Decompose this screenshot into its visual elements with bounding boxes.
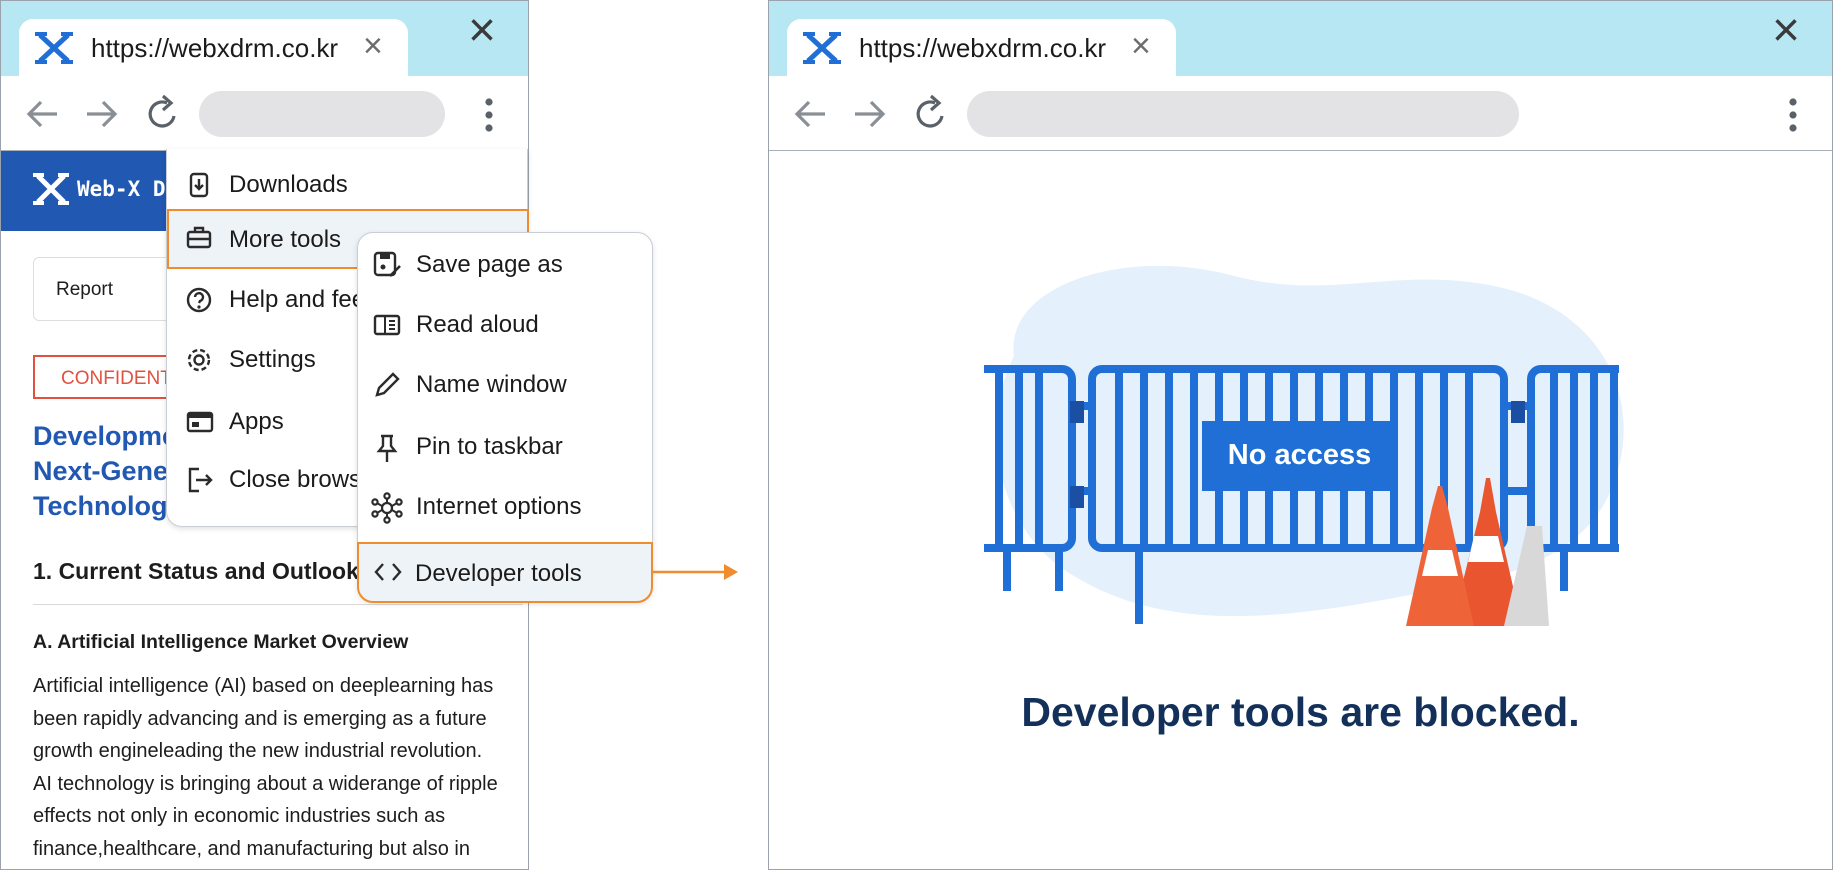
help-icon	[186, 287, 212, 313]
body-line: effects not only in economic industries …	[33, 805, 446, 827]
connector-arrow-icon	[652, 564, 738, 580]
webx-logo-icon	[803, 32, 841, 64]
address-bar[interactable]	[967, 91, 1519, 137]
forward-arrow-icon[interactable]	[85, 98, 119, 130]
save-page-icon	[373, 251, 401, 277]
body-line: AI technology is bringing about a widera…	[33, 772, 498, 795]
submenu-item-read-aloud[interactable]: Read aloud	[358, 296, 652, 354]
menu-item-apps[interactable]: Apps	[167, 393, 527, 451]
title-line: Technology	[33, 491, 183, 521]
report-label: Report	[56, 279, 114, 300]
browser-tab[interactable]: https://webxdrm.co.kr ×	[787, 19, 1176, 77]
menu-label: Apps	[229, 408, 284, 435]
tab-url: https://webxdrm.co.kr	[859, 33, 1107, 63]
menu-label: More tools	[229, 226, 342, 253]
document-title: Developme Next-Gene Technology	[33, 419, 183, 524]
submenu-label: Save page as	[416, 251, 563, 278]
subheading: A. Artificial Intelligence Market Overvi…	[33, 631, 409, 653]
pencil-icon	[375, 372, 400, 397]
more-tools-submenu: Save page as Read aloud Name window Pin …	[357, 232, 653, 603]
submenu-item-pin-taskbar[interactable]: Pin to taskbar	[358, 418, 652, 476]
code-icon	[374, 563, 402, 581]
sign-text: No access	[1227, 439, 1372, 471]
blocked-message: Developer tools are blocked.	[1021, 689, 1580, 735]
submenu-item-developer-tools[interactable]: Developer tools	[357, 542, 653, 603]
menu-item-settings[interactable]: Settings	[167, 331, 527, 389]
brand-logo-icon	[33, 173, 69, 205]
confidential-text: CONFIDENT	[61, 368, 172, 389]
more-menu-icon[interactable]	[1788, 98, 1798, 132]
download-icon	[189, 172, 209, 198]
menu-item-downloads[interactable]: Downloads	[167, 156, 527, 214]
back-arrow-icon[interactable]	[25, 98, 59, 130]
back-arrow-icon[interactable]	[793, 98, 827, 130]
section-divider	[33, 604, 523, 605]
browser-toolbar	[769, 76, 1832, 151]
browser-toolbar	[1, 76, 528, 151]
submenu-item-save-page[interactable]: Save page as	[358, 236, 652, 294]
menu-label: Downloads	[229, 171, 348, 198]
tab-url: https://webxdrm.co.kr	[91, 33, 339, 63]
submenu-label: Name window	[416, 371, 567, 398]
section-heading: 1. Current Status and Outlook	[33, 558, 359, 584]
exit-icon	[188, 467, 213, 493]
title-line: Next-Gene	[33, 456, 169, 486]
network-icon	[371, 492, 403, 524]
more-menu-icon[interactable]	[484, 98, 494, 132]
forward-arrow-icon[interactable]	[853, 98, 887, 130]
submenu-label: Pin to taskbar	[416, 433, 563, 460]
apps-icon	[186, 411, 214, 433]
submenu-label: Internet options	[416, 493, 582, 520]
submenu-label: Read aloud	[416, 311, 539, 338]
no-access-sign: No access	[1202, 421, 1397, 491]
tab-close-icon[interactable]: ×	[1131, 27, 1151, 65]
toolbox-icon	[186, 226, 212, 249]
body-line: growth engineleading the new industrial …	[33, 740, 483, 762]
menu-label: Close brows	[229, 466, 362, 493]
submenu-item-internet-options[interactable]: Internet options	[358, 478, 652, 536]
body-line: finance,healthcare, and manufacturing bu…	[33, 837, 470, 860]
webx-logo-icon	[35, 32, 73, 64]
menu-label: Help and fee	[229, 286, 366, 313]
address-bar[interactable]	[199, 91, 445, 137]
title-line: Developme	[33, 421, 178, 451]
right-browser-window: https://webxdrm.co.kr × ×	[768, 0, 1833, 870]
submenu-item-name-window[interactable]: Name window	[358, 356, 652, 414]
reload-icon[interactable]	[145, 94, 181, 132]
pin-icon	[376, 434, 398, 462]
tab-close-icon[interactable]: ×	[363, 27, 383, 65]
brand-name: Web-X D	[77, 177, 166, 201]
reload-icon[interactable]	[913, 94, 949, 132]
menu-item-help[interactable]: Help and fee	[167, 271, 527, 329]
body-line: been rapidly advancing and is emerging a…	[33, 707, 487, 730]
window-close-icon[interactable]: ×	[1772, 4, 1801, 57]
read-aloud-icon	[373, 314, 401, 336]
gear-icon	[187, 348, 211, 372]
menu-item-close-browser[interactable]: Close brows	[167, 451, 527, 509]
window-close-icon[interactable]: ×	[468, 4, 497, 57]
browser-tab[interactable]: https://webxdrm.co.kr ×	[19, 19, 408, 77]
body-line: Artificial intelligence (AI) based on de…	[33, 675, 494, 697]
menu-label: Settings	[229, 346, 316, 373]
submenu-label: Developer tools	[415, 560, 582, 587]
body-text: Artificial intelligence (AI) based on de…	[33, 670, 523, 865]
